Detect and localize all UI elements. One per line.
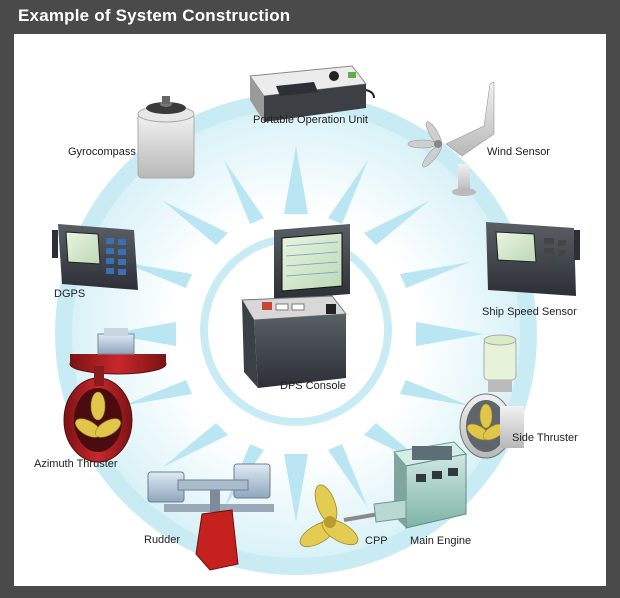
label-dps-console: DPS Console bbox=[280, 380, 346, 392]
dgps-device bbox=[52, 224, 138, 290]
gyrocompass-device bbox=[138, 96, 194, 178]
label-ship-speed-sensor: Ship Speed Sensor bbox=[482, 306, 577, 318]
label-main-engine: Main Engine bbox=[410, 535, 471, 547]
label-gyrocompass: Gyrocompass bbox=[68, 146, 136, 158]
label-portable-operation-unit: Portable Operation Unit bbox=[253, 114, 368, 126]
label-side-thruster: Side Thruster bbox=[512, 432, 578, 444]
figure-title: Example of System Construction bbox=[18, 6, 290, 26]
label-dgps: DGPS bbox=[54, 288, 85, 300]
label-wind-sensor: Wind Sensor bbox=[487, 146, 550, 158]
label-rudder: Rudder bbox=[144, 534, 180, 546]
diagram-panel: Portable Operation Unit Wind Sensor Gyro… bbox=[14, 34, 606, 586]
label-azimuth-thruster: Azimuth Thruster bbox=[34, 458, 118, 470]
label-cpp: CPP bbox=[365, 535, 388, 547]
ship-speed-sensor-device bbox=[486, 222, 580, 296]
